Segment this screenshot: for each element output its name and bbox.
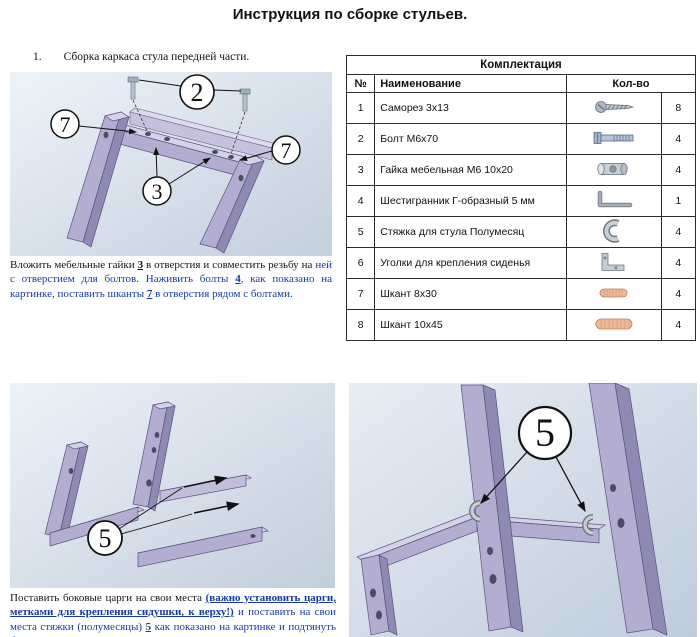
svg-text:3: 3 xyxy=(152,179,163,204)
barrel-nut-icon xyxy=(597,162,628,175)
cross-rail xyxy=(497,516,607,544)
side-rails-diagram: 5 xyxy=(10,383,335,588)
bolt-icon xyxy=(593,131,634,144)
svg-text:5: 5 xyxy=(99,524,112,553)
part-qty: 4 xyxy=(660,154,697,186)
callout-3-nut: 3 xyxy=(142,176,172,206)
left-leg xyxy=(66,111,130,248)
part-qty: 8 xyxy=(660,92,697,124)
part-name: Шкант 10х45 xyxy=(374,309,567,341)
dowel-icon xyxy=(595,318,633,329)
step1-number: 1. xyxy=(33,51,42,63)
part-name: Саморез 3х13 xyxy=(374,92,567,124)
svg-text:2: 2 xyxy=(191,78,204,107)
part-ref-4: 4 xyxy=(235,273,241,286)
part-number: 2 xyxy=(345,123,376,155)
table-row: 6 Уголки для крепления сиденья 4 xyxy=(345,247,697,279)
parts-table: Комплектация № Наименование Кол-во 1 Сам… xyxy=(345,55,697,341)
col-name: Наименование xyxy=(374,74,567,93)
part-qty: 4 xyxy=(660,247,697,279)
front-frame-diagram: 2 7 3 7 xyxy=(10,72,332,256)
part-number: 6 xyxy=(345,247,376,279)
part-number: 3 xyxy=(345,154,376,186)
part-number: 1 xyxy=(345,92,376,124)
part-qty: 1 xyxy=(660,185,697,217)
bolt-illustrations xyxy=(127,76,251,112)
part-ref-3: 3 xyxy=(137,259,144,271)
side-rail xyxy=(137,526,269,568)
part-number: 8 xyxy=(345,309,376,341)
part-qty: 4 xyxy=(660,309,697,341)
svg-text:5: 5 xyxy=(535,410,555,455)
table-row: 8 Шкант 10х45 4 xyxy=(345,309,697,341)
front-left-leg xyxy=(360,554,398,636)
part-qty: 4 xyxy=(660,123,697,155)
part-name: Шкант 8х30 xyxy=(374,278,567,310)
back-leg-left xyxy=(460,384,524,633)
table-row: 4 Шестигранник Г-образный 5 мм 1 xyxy=(345,185,697,217)
part-number: 5 xyxy=(345,216,376,248)
part-name: Гайка мебельная М6 10х20 xyxy=(374,154,567,186)
table-row: 2 Болт М6х70 4 xyxy=(345,123,697,155)
part-name: Уголки для крепления сиденья xyxy=(374,247,567,279)
col-num: № xyxy=(345,74,376,93)
half-moon-tie-left xyxy=(469,500,481,523)
half-moon-bracket-icon xyxy=(602,218,620,243)
front-rail xyxy=(111,122,261,181)
callout-2-bolts: 2 xyxy=(179,74,215,110)
parts-table-title: Комплектация xyxy=(346,55,696,75)
instruction-paragraph-1: Вложить мебельные гайки 3 в отверстия и … xyxy=(10,259,333,300)
screw-icon xyxy=(594,100,634,113)
page-title: Инструкция по сборке стульев. xyxy=(232,6,468,23)
step1-heading: 1. Сборка каркаса стула передней части. xyxy=(33,51,333,63)
right-leg xyxy=(199,155,265,254)
table-row: 1 Саморез 3х13 8 xyxy=(345,92,697,124)
rear-post xyxy=(132,401,176,512)
callout-7-right: 7 xyxy=(271,135,301,165)
half-moon-ties-diagram: 5 xyxy=(349,383,697,637)
table-row: 7 Шкант 8х30 4 xyxy=(345,278,697,310)
part-name: Болт М6х70 xyxy=(374,123,567,155)
back-leg-right xyxy=(588,383,668,636)
half-moon-tie-right xyxy=(582,514,594,537)
callout-7-left: 7 xyxy=(50,109,80,139)
step1-heading-text: Сборка каркаса стула передней части. xyxy=(63,51,250,63)
important-note: (важно установить царги, метками для кре… xyxy=(10,592,336,619)
callout-5-left: 5 xyxy=(87,520,123,556)
part-number: 4 xyxy=(345,185,376,217)
part-qty: 4 xyxy=(660,216,697,248)
col-qty: Кол-во xyxy=(565,74,697,93)
parts-table-header: № Наименование Кол-во xyxy=(345,74,697,93)
part-name: Стяжка для стула Полумесяц xyxy=(374,216,567,248)
table-row: 3 Гайка мебельная М6 10х20 4 xyxy=(345,154,697,186)
instruction-paragraph-2: Поставить боковые царги на свои места (в… xyxy=(10,592,337,637)
svg-text:7: 7 xyxy=(281,138,292,163)
corner-bracket-icon xyxy=(601,252,625,271)
part-ref-7: 7 xyxy=(146,287,153,300)
table-row: 5 Стяжка для стула Полумесяц 4 xyxy=(345,216,697,248)
svg-text:7: 7 xyxy=(60,112,71,137)
part-qty: 4 xyxy=(660,278,697,310)
part-name: Шестигранник Г-образный 5 мм xyxy=(374,185,567,217)
callout-5-right: 5 xyxy=(517,405,573,461)
part-ref-5: 5 xyxy=(145,620,152,633)
dowel-icon xyxy=(599,288,628,297)
part-number: 7 xyxy=(345,278,376,310)
hex-key-icon xyxy=(597,190,633,207)
